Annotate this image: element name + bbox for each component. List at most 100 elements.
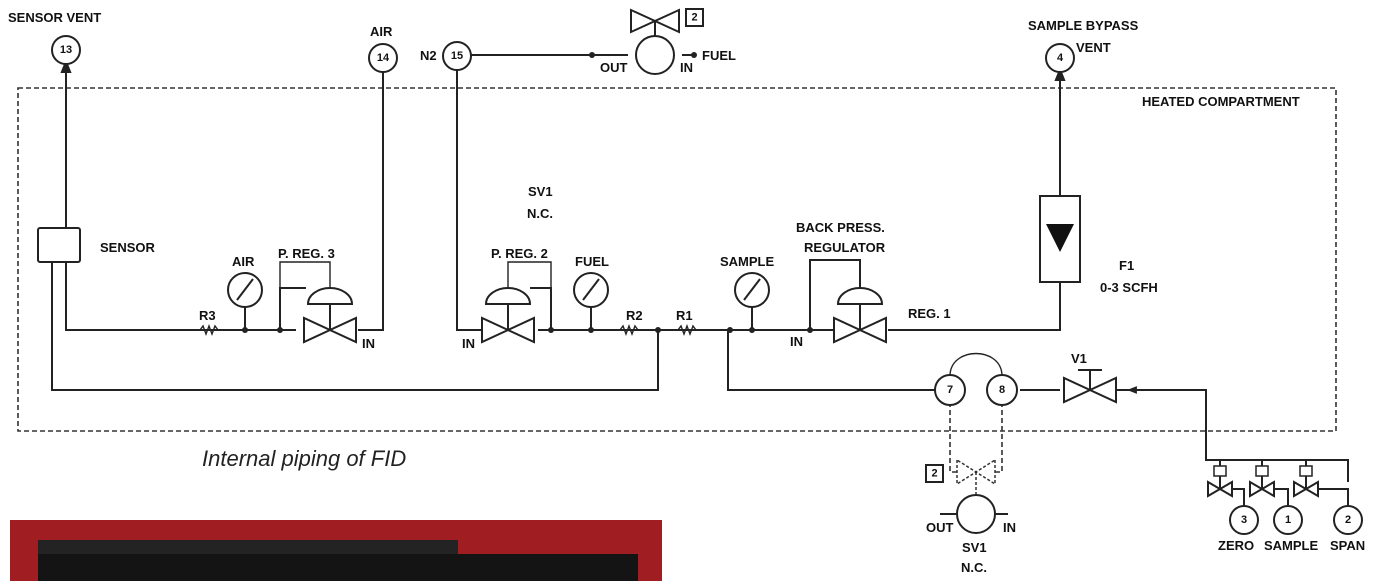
port-14 (368, 43, 398, 73)
sv1-dashed-line-right (995, 402, 1003, 473)
sample-bypass-label: SAMPLE BYPASS (1028, 18, 1139, 33)
resistor-r1 (677, 324, 697, 336)
port-13 (51, 35, 81, 65)
air-gauge-label: AIR (232, 254, 255, 269)
port-3 (1229, 505, 1259, 535)
r2-label: R2 (626, 308, 643, 323)
n2-label: N2 (420, 48, 437, 63)
port-4 (1045, 43, 1075, 73)
flowmeter-float-icon (1046, 224, 1074, 252)
junction-dot (655, 327, 661, 333)
port-14-number: 14 (377, 52, 390, 64)
bottom-out-label: OUT (926, 520, 954, 535)
heated-compartment-label: HEATED COMPARTMENT (1142, 94, 1300, 109)
fuel-gauge-label: FUEL (575, 254, 609, 269)
r3-label: R3 (199, 308, 216, 323)
marker-box-top (685, 8, 704, 27)
reg2-in-label: IN (462, 336, 475, 351)
sensor-vent-label: SENSOR VENT (8, 10, 101, 25)
air-to-sensor-line (65, 262, 296, 331)
regulator-label: REGULATOR (804, 240, 886, 255)
r1-label: R1 (676, 308, 693, 323)
bottom-in-label: IN (1003, 520, 1016, 535)
nc-top-label: N.C. (527, 206, 553, 221)
port-2 (1333, 505, 1363, 535)
port-7 (934, 374, 966, 406)
air-top-label: AIR (370, 24, 393, 39)
junction-dot (548, 327, 554, 333)
sv1-top-label: SV1 (528, 184, 553, 199)
resistor-r2 (619, 324, 639, 336)
junction-dot (277, 327, 283, 333)
port-1-number: 1 (1285, 514, 1291, 526)
junction-dot (727, 327, 733, 333)
sample-gauge-needle (743, 278, 761, 301)
valve-v1-icon (1063, 369, 1117, 404)
resistor-r3 (199, 324, 219, 336)
port-7-8-loop (949, 352, 1003, 377)
port-8-number: 8 (999, 384, 1005, 396)
sv1-dashed-line-left (949, 402, 957, 473)
junction-dot (807, 327, 813, 333)
port-8 (986, 374, 1018, 406)
heated-compartment-boundary (17, 87, 1337, 432)
pressure-regulator-3-icon (279, 261, 357, 344)
zero-valve-icon (1207, 465, 1233, 498)
sample-gauge-label: SAMPLE (720, 254, 775, 269)
span-valve-icon (1293, 465, 1319, 498)
f1-label: F1 (1119, 258, 1134, 273)
diagram-caption: Internal piping of FID (202, 446, 407, 471)
gas-manifold-line (1196, 389, 1349, 482)
sample-valve-icon (1249, 465, 1275, 498)
reg1-to-flowmeter-line (888, 282, 1061, 331)
solenoid-top-valve-left (630, 8, 658, 34)
solenoid-top-valve-right (652, 8, 680, 34)
port-13-number: 13 (60, 44, 72, 56)
port-3-number: 3 (1241, 514, 1247, 526)
reg1-feedback-line (809, 259, 861, 330)
junction-dot (691, 52, 697, 58)
air-gauge-needle (236, 278, 254, 301)
top-out-label: OUT (600, 60, 628, 75)
sensor-sample-line (51, 262, 659, 391)
port-4-number: 4 (1057, 52, 1064, 64)
top-fuel-label: FUEL (702, 48, 736, 63)
port-15 (442, 41, 472, 71)
f1-range-label: 0-3 SCFH (1100, 280, 1158, 295)
v1-label: V1 (1071, 351, 1087, 366)
solenoid-valve-top-icon (635, 35, 675, 75)
sample-manifold-line (727, 330, 935, 391)
reg1-in-label: IN (790, 334, 803, 349)
solenoid-valve-bottom-icon (956, 458, 996, 534)
p-reg-3-label: P. REG. 3 (278, 246, 335, 261)
span-port-line (1318, 488, 1349, 506)
sample-label: SAMPLE (1264, 538, 1319, 553)
reg3-in-label: IN (362, 336, 375, 351)
air-supply-line (358, 70, 384, 331)
sv1-bottom-label: SV1 (962, 540, 987, 555)
nc-bottom-label: N.C. (961, 560, 987, 575)
p-reg-2-label: P. REG. 2 (491, 246, 548, 261)
sensor-block (37, 227, 81, 263)
sample-port-line (1274, 488, 1289, 506)
analyzer-photo-top (38, 540, 458, 556)
reg-1-label: REG. 1 (908, 306, 951, 321)
port-7-number: 7 (947, 384, 953, 396)
fuel-gauge-needle (582, 278, 600, 301)
marker-bottom: 2 (931, 468, 937, 480)
zero-port-line (1232, 488, 1245, 506)
analyzer-photo-body (38, 554, 638, 581)
pressure-regulator-2-icon (481, 261, 552, 344)
marker-top: 2 (691, 12, 697, 24)
n2-line (456, 70, 482, 331)
back-pressure-regulator-icon (833, 287, 887, 344)
vent-label: VENT (1076, 40, 1111, 55)
port-15-number: 15 (451, 50, 463, 62)
zero-label: ZERO (1218, 538, 1254, 553)
back-press-label: BACK PRESS. (796, 220, 885, 235)
port-1 (1273, 505, 1303, 535)
top-in-label: IN (680, 60, 693, 75)
marker-box-bottom (925, 464, 944, 483)
port-2-number: 2 (1345, 514, 1351, 526)
